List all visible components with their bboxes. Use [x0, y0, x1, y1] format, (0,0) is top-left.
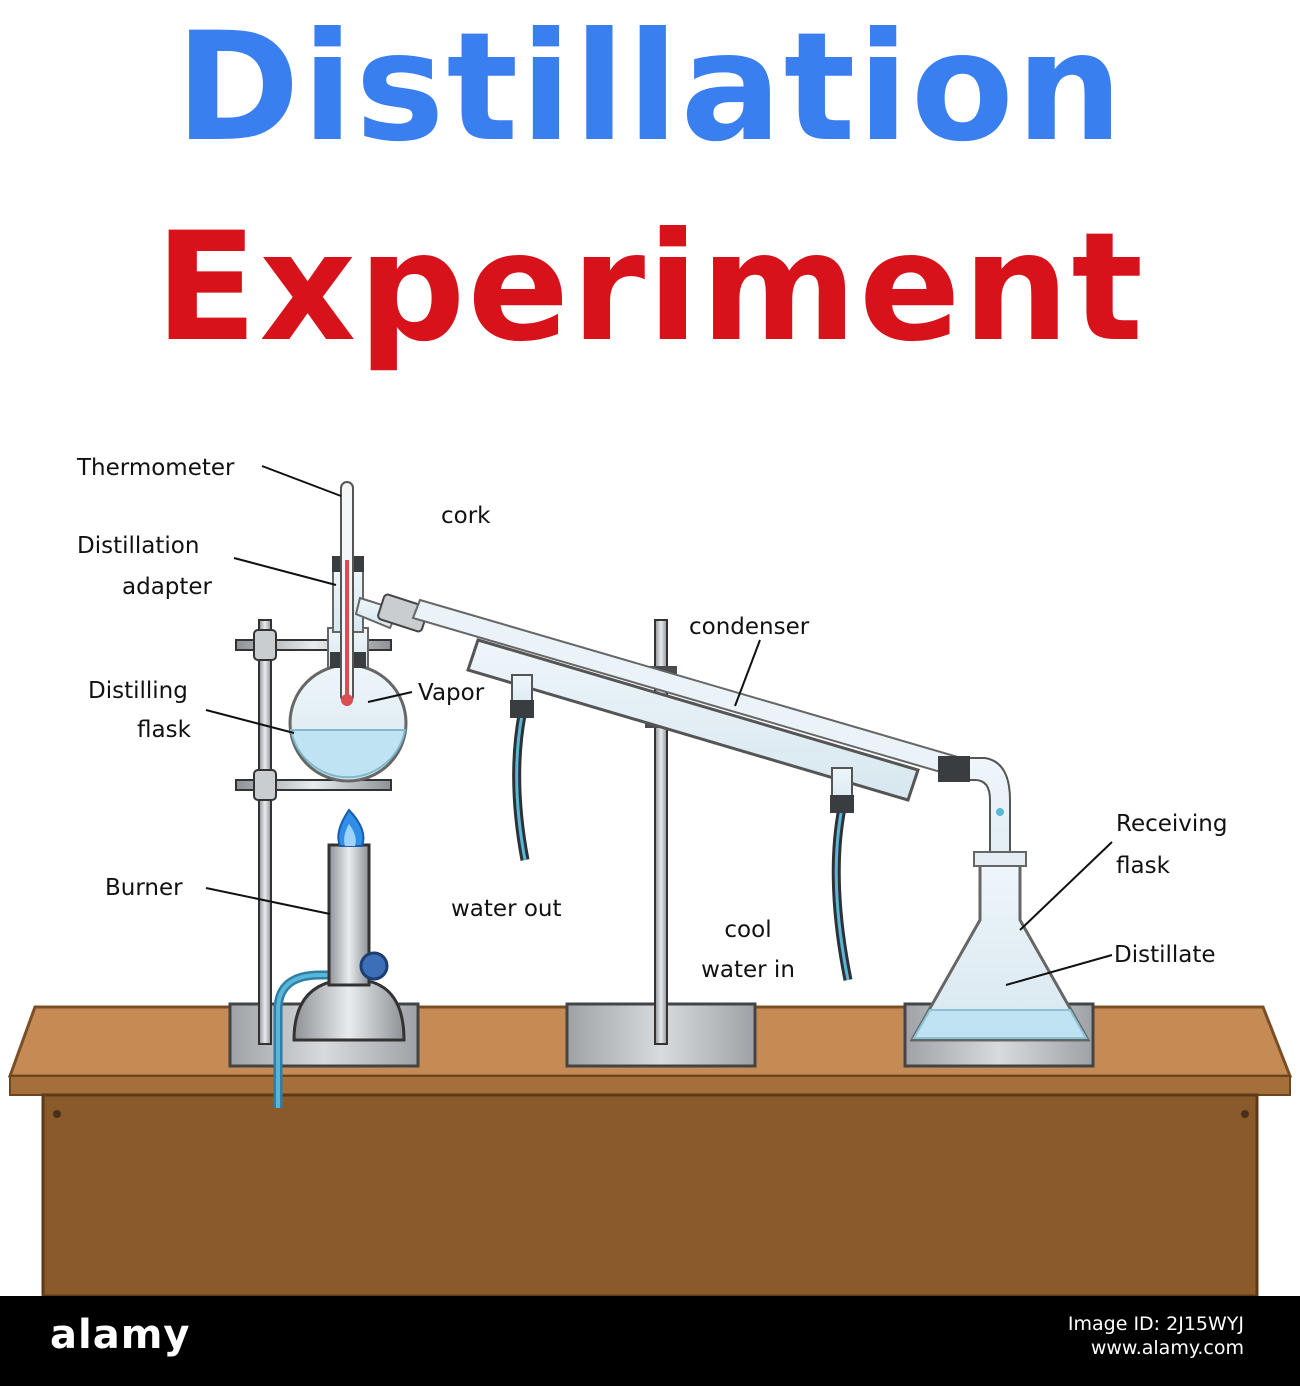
burner [273, 808, 406, 1108]
water-hoses [510, 700, 854, 981]
receiving-flask [909, 851, 1091, 1042]
footer-bar [0, 1296, 1300, 1386]
condenser [411, 598, 977, 809]
title-line-2: Experiment [154, 201, 1146, 375]
image-id-label: Image ID: 2J15WYJ [1067, 1313, 1244, 1335]
label-receiving-flask-line-1: Receiving [1116, 811, 1228, 837]
label-cork: cork [441, 503, 491, 529]
label-distillation-adapter-line-2: adapter [122, 574, 213, 600]
image-url: www.alamy.com [1090, 1337, 1244, 1359]
title-line-1: Distillation [175, 1, 1125, 175]
thermometer [340, 481, 354, 706]
leader-lines [205, 465, 1113, 986]
image-id-info: Image ID: 2J15WYJ www.alamy.com [1068, 1312, 1244, 1360]
label-water-out: water out [451, 896, 562, 922]
label-vapor: Vapor [418, 680, 485, 706]
label-distillation-adapter-line-1: Distillation [77, 533, 200, 559]
label-distillate: Distillate [1114, 942, 1216, 968]
label-receiving-flask-line-2: flask [1116, 853, 1170, 879]
label-distilling-flask-line-1: Distilling [88, 678, 188, 704]
label-cool-water-in-line-2: water in [701, 957, 795, 983]
label-thermometer: Thermometer [77, 455, 235, 481]
alamy-logo: alamy [50, 1312, 191, 1358]
label-cool-water-in-line-1: cool [724, 917, 772, 943]
label-condenser: condenser [689, 614, 810, 640]
label-distilling-flask-line-2: flask [137, 717, 191, 743]
label-burner: Burner [105, 875, 183, 901]
